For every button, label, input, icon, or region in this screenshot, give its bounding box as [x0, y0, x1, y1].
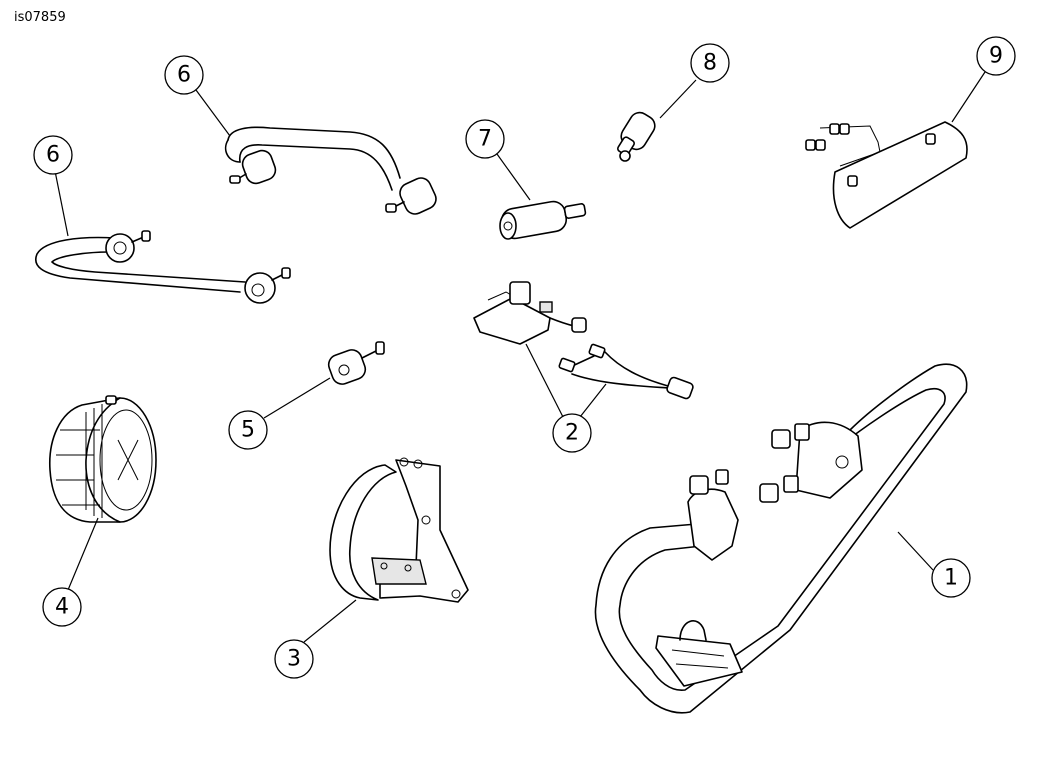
callout-6-upper-label: 6 [177, 63, 191, 88]
part-6-left-slider-bar [35, 230, 291, 304]
part-3-strap-bracket [329, 457, 469, 603]
callout-7: 7 [465, 119, 505, 159]
callout-6-left-label: 6 [46, 143, 60, 168]
part-8-small-slider [617, 111, 656, 162]
leader-lines [54, 71, 986, 643]
part-2-wiring-harness [473, 281, 694, 400]
part-9-bracket-plate [805, 121, 968, 229]
callout-2-label: 2 [565, 421, 579, 446]
callout-1: 1 [931, 558, 971, 598]
callout-8: 8 [690, 43, 730, 83]
callout-8-label: 8 [703, 51, 717, 76]
part-7-slider [499, 200, 587, 240]
callout-4-label: 4 [55, 595, 69, 620]
part-5-small-slider [327, 341, 385, 385]
callout-6-upper: 6 [164, 55, 204, 95]
callout-3-label: 3 [287, 647, 301, 672]
callout-6-left: 6 [33, 135, 73, 175]
callout-9-label: 9 [989, 44, 1003, 69]
part-6-upper-slider-bar [224, 126, 437, 215]
part-4-clamp-ring [49, 395, 157, 523]
callout-9: 9 [976, 36, 1016, 76]
callout-7-label: 7 [478, 127, 492, 152]
figure-id-label: is07859 [14, 10, 66, 25]
callout-5: 5 [228, 410, 268, 450]
callout-5-label: 5 [241, 418, 255, 443]
callout-4: 4 [42, 587, 82, 627]
part-1-crash-bar-frame [594, 363, 968, 714]
callout-3: 3 [274, 639, 314, 679]
callout-1-label: 1 [944, 566, 958, 591]
callout-2: 2 [552, 413, 592, 453]
